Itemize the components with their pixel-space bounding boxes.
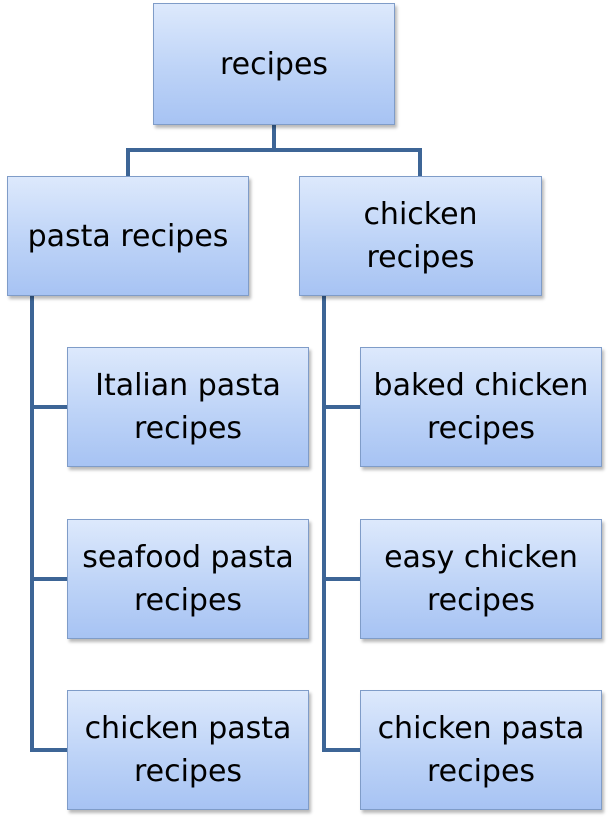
- node-easy-chicken-recipes: easy chicken recipes: [360, 519, 602, 639]
- node-chicken-pasta-recipes-left: chicken pasta recipes: [67, 690, 309, 810]
- node-label: pasta recipes: [27, 218, 229, 254]
- node-label: chicken pasta recipes: [84, 711, 292, 789]
- node-label: recipes: [219, 46, 329, 82]
- node-label: baked chicken recipes: [373, 368, 589, 446]
- node-italian-pasta-recipes: Italian pasta recipes: [67, 347, 309, 467]
- node-label: Italian pasta recipes: [95, 368, 281, 446]
- node-label: seafood pasta recipes: [82, 540, 294, 618]
- node-label: chicken pasta recipes: [377, 711, 585, 789]
- node-seafood-pasta-recipes: seafood pasta recipes: [67, 519, 309, 639]
- node-chicken-pasta-recipes-right: chicken pasta recipes: [360, 690, 602, 810]
- node-label: chicken recipes: [363, 197, 478, 275]
- node-recipes: recipes: [153, 3, 395, 125]
- node-label: easy chicken recipes: [384, 540, 578, 618]
- node-pasta-recipes: pasta recipes: [7, 176, 249, 296]
- node-baked-chicken-recipes: baked chicken recipes: [360, 347, 602, 467]
- node-chicken-recipes: chicken recipes: [299, 176, 542, 296]
